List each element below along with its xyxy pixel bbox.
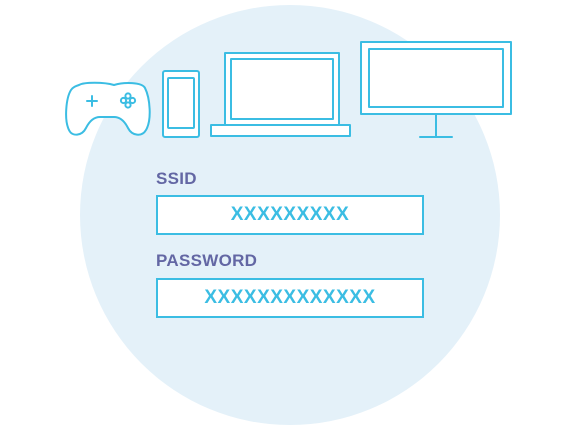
- laptop-icon: [210, 52, 351, 137]
- devices-illustration: [65, 41, 512, 138]
- ssid-label: SSID: [156, 169, 197, 188]
- password-field: XXXXXXXXXXXXX: [156, 278, 424, 318]
- password-label: PASSWORD: [156, 251, 258, 270]
- smartphone-icon: [162, 70, 200, 138]
- ssid-field: XXXXXXXXX: [156, 195, 424, 235]
- monitor-icon: [360, 41, 512, 138]
- gamepad-icon: [65, 81, 151, 136]
